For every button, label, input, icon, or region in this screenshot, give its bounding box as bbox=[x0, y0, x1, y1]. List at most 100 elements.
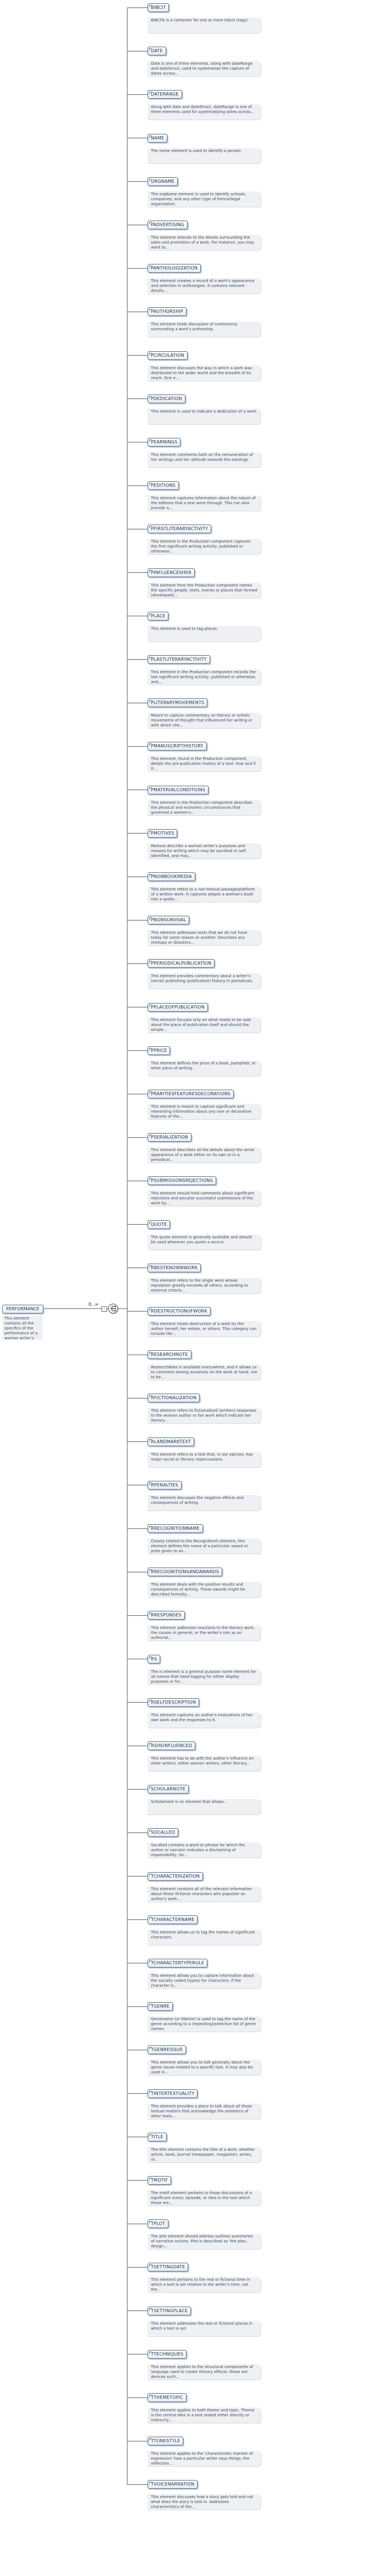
child-element-tplot[interactable]: TPLOT bbox=[148, 2219, 169, 2229]
child-element-ttechniques[interactable]: TTECHNIQUES bbox=[148, 2349, 187, 2359]
root-element-performance[interactable]: PERFORMANCE bbox=[2, 1305, 43, 1314]
child-element-label: TTECHNIQUES bbox=[151, 2351, 184, 2357]
child-element-rrecognitionname[interactable]: RRECOGNITIONNAME bbox=[148, 1524, 203, 1533]
child-element-tgenreissue[interactable]: TGENREISSUE bbox=[148, 2045, 187, 2055]
child-element-date[interactable]: DATE bbox=[148, 47, 166, 56]
child-element-daterange[interactable]: DATERANGE bbox=[148, 90, 182, 99]
child-element-rlandmarktext[interactable]: RLANDMARKTEXT bbox=[148, 1437, 195, 1446]
child-element-tcharacterization[interactable]: TCHARACTERIZATION bbox=[148, 1872, 203, 1881]
child-element-pnonsurvival[interactable]: PNONSURVIVAL bbox=[148, 916, 190, 925]
child-element-pnonbookmedia[interactable]: PNONBOOKMEDIA bbox=[148, 872, 195, 881]
child-element-rfictionalization[interactable]: RFICTIONALIZATION bbox=[148, 1394, 200, 1403]
child-element-pprice[interactable]: PPRICE bbox=[148, 1046, 171, 1055]
child-element-label: TINTERTEXTUALITY bbox=[151, 2090, 195, 2096]
child-element-pmanuscripthistory[interactable]: PMANUSCRIPTHISTORY bbox=[148, 742, 207, 751]
child-element-label: RSELFDESCRIPTION bbox=[151, 1699, 196, 1705]
child-element-label: ORGNAME bbox=[151, 178, 174, 184]
child-element-pearnings[interactable]: PEARNINGS bbox=[148, 438, 181, 447]
child-element-pfirstliteraryactivity[interactable]: PFIRSTLITERARYACTIVITY bbox=[148, 525, 212, 534]
child-element-label: RRECOGNITIONSANDAWARDS bbox=[151, 1569, 219, 1575]
child-element-label: TPLOT bbox=[151, 2221, 166, 2226]
child-element-documentation: Meant to capture commentary on literary … bbox=[148, 713, 261, 729]
child-element-pmotives[interactable]: PMOTIVES bbox=[148, 828, 178, 838]
child-element-label: SCHOLARNOTE bbox=[151, 1786, 186, 1792]
child-element-label: RBESTKNOWNWORK bbox=[151, 1265, 198, 1270]
child-element-tvoicenarration[interactable]: TVOICENARRATION bbox=[148, 2480, 198, 2489]
child-element-pperiodicalpublication[interactable]: PPERIODICALPUBLICATION bbox=[148, 959, 215, 968]
child-element-quote[interactable]: QUOTE bbox=[148, 1220, 171, 1229]
child-element-pmaterialconditions[interactable]: PMATERIALCONDITIONS bbox=[148, 785, 209, 794]
child-element-label: TSETTINGDATE bbox=[151, 2264, 185, 2270]
child-element-label: PNONSURVIVAL bbox=[151, 917, 187, 923]
child-element-rdestructionofwork[interactable]: RDESTRUCTIONOFWORK bbox=[148, 1307, 211, 1316]
child-element-label: PCIRCULATION bbox=[151, 352, 184, 358]
child-element-documentation: This element addresses the real or ficti… bbox=[148, 2320, 261, 2336]
child-element-label: DATERANGE bbox=[151, 92, 179, 97]
child-element-psubmissionsrejections[interactable]: PSUBMISSIONSREJECTIONS bbox=[148, 1176, 217, 1186]
child-element-documentation: This element is used to tag places. bbox=[148, 625, 261, 641]
child-element-tmotif[interactable]: TMOTIF bbox=[148, 2176, 172, 2185]
child-element-label: RRECOGNITIONNAME bbox=[151, 1526, 200, 1531]
child-element-peditions[interactable]: PEDITIONS bbox=[148, 481, 179, 491]
choice-compositor-icon[interactable] bbox=[108, 1304, 118, 1314]
child-element-documentation: The motif element pertains to those disc… bbox=[148, 2190, 261, 2206]
child-element-bibcit[interactable]: BIBCIT bbox=[148, 3, 170, 12]
child-element-pinfluencesher[interactable]: PINFLUENCESHER bbox=[148, 568, 195, 577]
child-element-tcharactertyperole[interactable]: TCHARACTERTYPEROLE bbox=[148, 1959, 208, 1968]
child-element-label: PEDITIONS bbox=[151, 483, 176, 488]
child-element-scholarnote[interactable]: SCHOLARNOTE bbox=[148, 1785, 189, 1794]
child-element-documentation: This element refers to the single work w… bbox=[148, 1277, 261, 1293]
child-element-rresponses[interactable]: RRESPONSES bbox=[148, 1611, 185, 1620]
child-element-panthologization[interactable]: PANTHOLOGIZATION bbox=[148, 264, 201, 273]
child-element-tsettingdate[interactable]: TSETTINGDATE bbox=[148, 2263, 189, 2272]
child-element-padvertising[interactable]: PADVERTISING bbox=[148, 221, 188, 229]
child-element-rbestknownwork[interactable]: RBESTKNOWNWORK bbox=[148, 1263, 201, 1272]
child-element-socalled[interactable]: SOCALLED bbox=[148, 1828, 179, 1837]
child-element-label: TCHARACTERNAME bbox=[151, 1917, 195, 1922]
child-element-tgenre[interactable]: TGENRE bbox=[148, 2002, 173, 2011]
child-element-pserialization[interactable]: PSERIALIZATION bbox=[148, 1133, 192, 1142]
child-element-label: RDESTRUCTIONOFWORK bbox=[151, 1309, 207, 1314]
child-element-documentation: This element deals with the positive res… bbox=[148, 1582, 261, 1598]
collapse-toggle[interactable]: – bbox=[102, 1306, 107, 1312]
child-element-label: TTHEMETOPIC bbox=[151, 2395, 183, 2400]
child-element-pauthorship[interactable]: PAUTHORSHIP bbox=[148, 307, 187, 317]
child-element-label: PRARITIESFEATURESDECORATIONS bbox=[151, 1091, 231, 1096]
child-element-label: RPENALTIES bbox=[151, 1482, 178, 1487]
child-element-orgname[interactable]: ORGNAME bbox=[148, 177, 178, 186]
child-element-documentation: This element discusses the negative effe… bbox=[148, 1495, 261, 1510]
child-element-praritiesfeaturesdecorations[interactable]: PRARITIESFEATURESDECORATIONS bbox=[148, 1090, 234, 1098]
child-element-researchnote[interactable]: RESEARCHNOTE bbox=[148, 1350, 192, 1360]
child-element-documentation: The rs element is a general purpose name… bbox=[148, 1669, 261, 1684]
child-element-label: TTONESTYLE bbox=[151, 2438, 181, 2444]
child-element-pplaceofpublication[interactable]: PPLACEOFPUBLICATION bbox=[148, 1002, 208, 1012]
child-element-pliterarymovements[interactable]: PLITERARYMOVEMENTS bbox=[148, 698, 208, 708]
child-element-plastliteraryactivity[interactable]: PLASTLITERARYACTIVITY bbox=[148, 655, 210, 664]
child-element-rrecognitionsandawards[interactable]: RRECOGNITIONSANDAWARDS bbox=[148, 1568, 223, 1577]
child-element-documentation: This element treats destruction of a wor… bbox=[148, 1321, 261, 1337]
child-element-name[interactable]: NAME bbox=[148, 133, 168, 143]
child-element-label: RSHEINFLUENCED bbox=[151, 1743, 193, 1748]
child-element-label: PMATERIALCONDITIONS bbox=[151, 787, 206, 792]
child-element-rpenalties[interactable]: RPENALTIES bbox=[148, 1480, 182, 1490]
child-element-documentation: This element provides a place to talk ab… bbox=[148, 2103, 261, 2119]
child-element-ttonestyle[interactable]: TTONESTYLE bbox=[148, 2437, 184, 2446]
child-element-documentation: Closely related to the RecognitionS elem… bbox=[148, 1538, 261, 1554]
child-element-tthemetopic[interactable]: TTHEMETOPIC bbox=[148, 2393, 187, 2402]
child-element-place[interactable]: PLACE bbox=[148, 611, 169, 621]
child-element-documentation: This element refers to fictionalized (wr… bbox=[148, 1408, 261, 1424]
child-element-documentation: Along with date and dateStruct, dateRang… bbox=[148, 104, 261, 120]
child-element-pdedication[interactable]: PDEDICATION bbox=[148, 394, 185, 403]
child-element-rselfdescription[interactable]: RSELFDESCRIPTION bbox=[148, 1698, 200, 1707]
child-element-tcharactername[interactable]: TCHARACTERNAME bbox=[148, 1915, 198, 1924]
child-element-title[interactable]: TITLE bbox=[148, 2132, 167, 2141]
child-element-documentation: The orgName element is used to identify … bbox=[148, 191, 261, 207]
child-element-pcirculation[interactable]: PCIRCULATION bbox=[148, 351, 188, 360]
child-element-rsheinfluenced[interactable]: RSHEINFLUENCED bbox=[148, 1741, 196, 1750]
child-element-rs[interactable]: RS bbox=[148, 1654, 161, 1664]
child-element-label: PLASTLITERARYACTIVITY bbox=[151, 657, 207, 662]
child-element-documentation: This element comments both on the remune… bbox=[148, 452, 261, 467]
child-element-tsettingplace[interactable]: TSETTINGPLACE bbox=[148, 2306, 192, 2315]
child-element-tintertextuality[interactable]: TINTERTEXTUALITY bbox=[148, 2089, 198, 2098]
